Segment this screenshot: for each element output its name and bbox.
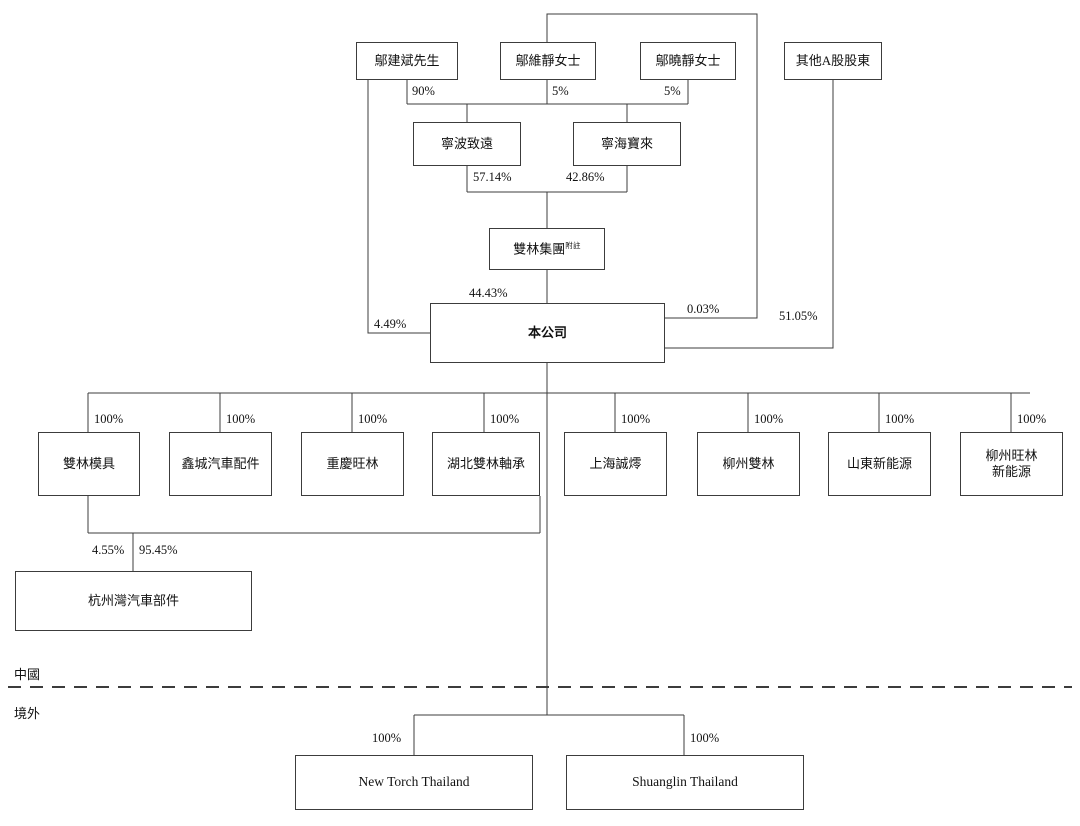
pct-ninghai-baolai-to-group: 42.86% [566,170,605,184]
node-label: 鄔建斌先生 [374,52,440,68]
pct-group-to-company: 44.43% [469,286,508,300]
node-the-company[interactable]: 本公司 [430,303,665,363]
node-hubei-shuanglin-bearing[interactable]: 湖北雙林軸承 [432,432,540,496]
pct-company-to-shuanglin-thailand: 100% [690,731,720,745]
node-label: 湖北雙林軸承 [446,455,525,471]
node-label: 雙林模具 [62,455,115,471]
pct-company-to-liuzhou-shuanglin: 100% [754,412,784,426]
node-chongqing-wanglin[interactable]: 重慶旺林 [301,432,404,496]
pct-weijing-to-company: 0.03% [687,302,720,316]
node-label: 寧海寶來 [600,135,653,151]
node-shanghai-chengye[interactable]: 上海誠燯 [564,432,667,496]
pct-company-to-shuanglin-mould: 100% [94,412,124,426]
node-label: 雙林集團 [513,241,566,257]
pct-xiaojing-to-ninghai-baolai: 5% [664,84,681,98]
pct-ningbo-zhiyuan-to-group: 57.14% [473,170,512,184]
node-label: 本公司 [527,324,567,340]
node-wu-xiaojing[interactable]: 鄔曉靜女士 [640,42,736,80]
node-xincheng-auto-parts[interactable]: 鑫城汽車配件 [169,432,272,496]
node-wu-weijing[interactable]: 鄔維靜女士 [500,42,596,80]
pct-mould-to-hangzhouwan: 4.55% [92,543,125,557]
node-label: 鑫城汽車配件 [181,455,260,471]
region-label-offshore: 境外 [14,706,41,721]
node-new-torch-thailand[interactable]: New Torch Thailand [295,755,533,810]
node-liuzhou-wanglin-new-energy[interactable]: 柳州旺林 新能源 [960,432,1063,496]
pct-weijing-to-ningbo-zhiyuan: 5% [552,84,569,98]
pct-company-to-shandong-new-energy: 100% [885,412,915,426]
node-label: 杭州灣汽車部件 [87,592,179,608]
node-label: 重慶旺林 [326,455,379,471]
node-label: 寧波致遠 [440,135,493,151]
node-shuanglin-group[interactable]: 雙林集團附註 [489,228,605,270]
footnote-marker: 附註 [565,240,581,250]
node-label: 鄔維靜女士 [515,52,581,68]
node-shuanglin-mould[interactable]: 雙林模具 [38,432,140,496]
node-ninghai-baolai[interactable]: 寧海寶來 [573,122,681,166]
node-label: 柳州旺林 [985,447,1038,463]
node-label: 其他A股股東 [795,52,871,68]
node-ningbo-zhiyuan[interactable]: 寧波致遠 [413,122,521,166]
pct-company-to-new-torch-thailand: 100% [372,731,402,745]
node-label: New Torch Thailand [358,774,470,790]
pct-company-to-hubei-bearing: 100% [490,412,520,426]
node-label-wrap: 雙林集團附註 [513,241,580,258]
pct-company-to-chongqing-wanglin: 100% [358,412,388,426]
node-liuzhou-shuanglin[interactable]: 柳州雙林 [697,432,800,496]
pct-company-to-liuzhou-wanglin-new-energy: 100% [1017,412,1047,426]
pct-company-to-shanghai-chengye: 100% [621,412,651,426]
node-label: 上海誠燯 [589,455,642,471]
node-wu-jianbin[interactable]: 鄔建斌先生 [356,42,458,80]
node-label: 山東新能源 [846,455,912,471]
node-hangzhouwan-auto-parts[interactable]: 杭州灣汽車部件 [15,571,252,631]
pct-jianbin-to-company: 4.49% [374,317,407,331]
node-shuanglin-thailand[interactable]: Shuanglin Thailand [566,755,804,810]
node-label: Shuanglin Thailand [632,774,738,790]
pct-other-a-to-company: 51.05% [779,309,818,323]
pct-bearing-to-hangzhouwan: 95.45% [139,543,178,557]
node-other-a-shareholders[interactable]: 其他A股股東 [784,42,882,80]
node-label-line2: 新能源 [991,464,1031,479]
pct-company-to-xincheng-auto-parts: 100% [226,412,256,426]
node-shandong-new-energy[interactable]: 山東新能源 [828,432,931,496]
pct-jianbin-to-ningbo-zhiyuan: 90% [412,84,435,98]
region-label-china: 中國 [14,667,41,682]
node-label: 鄔曉靜女士 [655,52,721,68]
node-label: 柳州雙林 [722,455,775,471]
